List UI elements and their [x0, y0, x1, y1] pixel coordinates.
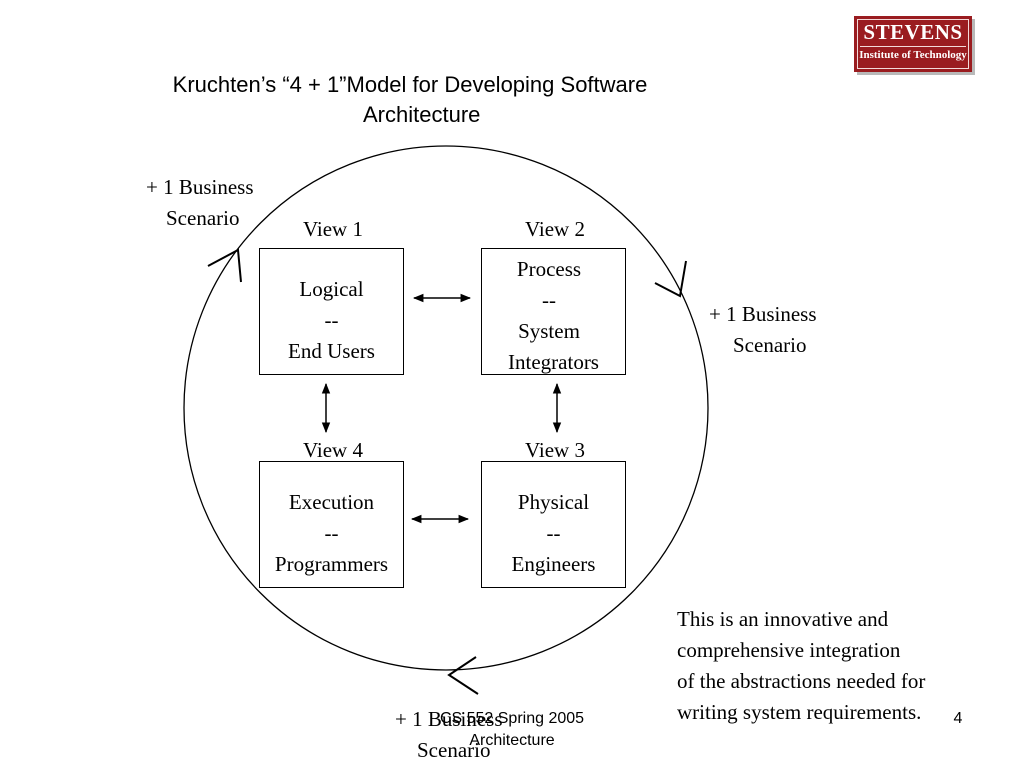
- slide-title: Kruchten’s “4 + 1”Model for Developing S…: [70, 70, 750, 130]
- chevron-top-left-icon: [207, 248, 242, 283]
- view-4-label: View 4: [303, 438, 363, 462]
- box-line: --: [546, 521, 561, 545]
- box-line: Process: [516, 257, 582, 281]
- note-line: of the abstractions needed for: [677, 669, 926, 693]
- note-line: writing system requirements.: [677, 700, 922, 724]
- footer-course-line-1: CS 552 Spring 2005: [439, 710, 585, 727]
- box-line: --: [542, 288, 556, 312]
- chevron-bottom-icon: [447, 656, 479, 695]
- execution-view-text: Execution -- Programmers: [260, 487, 403, 580]
- process-view-box: Process -- System Integrators: [481, 248, 626, 375]
- box-line: Execution: [288, 490, 375, 514]
- logical-view-text: Logical -- End Users: [260, 274, 403, 367]
- scenario-line: + 1 Business: [709, 302, 817, 326]
- scenario-line: + 1 Business: [395, 707, 503, 731]
- scenario-line: + 1 Business: [146, 175, 254, 199]
- physical-view-text: Physical -- Engineers: [482, 487, 625, 580]
- box-line: Engineers: [511, 552, 596, 576]
- box-line: --: [324, 521, 339, 545]
- scenario-line: Scenario: [166, 206, 240, 230]
- box-line: System: [518, 319, 580, 343]
- physical-view-box: Physical -- Engineers: [481, 461, 626, 588]
- logo-name: STEVENS: [863, 20, 963, 44]
- scenario-line: Scenario: [417, 738, 491, 762]
- footer-course: CS 552 Spring 2005 Architecture: [412, 708, 612, 752]
- logo-border: [857, 19, 969, 69]
- scenario-line: Scenario: [733, 333, 807, 357]
- box-line: Logical: [299, 277, 364, 301]
- title-line-2: Architecture: [363, 102, 481, 127]
- view-2-label: View 2: [525, 217, 585, 241]
- page-number: 4: [953, 710, 963, 727]
- view-1-label: View 1: [303, 217, 363, 241]
- scenario-cycle-circle: [183, 145, 709, 671]
- logical-view-box: Logical -- End Users: [259, 248, 404, 375]
- box-line: Programmers: [274, 552, 389, 576]
- note-text: This is an innovative and comprehensive …: [677, 604, 925, 728]
- box-line: --: [324, 308, 339, 332]
- title-line-1: Kruchten’s “4 + 1”Model for Developing S…: [172, 72, 648, 97]
- note-line: comprehensive integration: [677, 638, 901, 662]
- logo-divider: [860, 46, 966, 47]
- scenario-label-right: + 1 Business Scenario: [709, 299, 817, 361]
- scenario-label-top-left: + 1 Business Scenario: [146, 172, 254, 234]
- logo-subtitle: Institute of Technology: [859, 49, 967, 61]
- box-line: End Users: [288, 339, 375, 363]
- box-line: Physical: [517, 490, 590, 514]
- scenario-label-bottom: + 1 Business Scenario: [395, 704, 503, 766]
- process-view-text: Process -- System Integrators: [473, 254, 625, 378]
- execution-view-box: Execution -- Programmers: [259, 461, 404, 588]
- stevens-logo: STEVENS Institute of Technology: [854, 16, 972, 72]
- box-line: Integrators: [508, 350, 599, 374]
- view-3-label: View 3: [525, 438, 585, 462]
- footer-course-line-2: Architecture: [469, 732, 555, 749]
- chevron-right-icon: [654, 260, 687, 298]
- note-line: This is an innovative and: [677, 607, 889, 631]
